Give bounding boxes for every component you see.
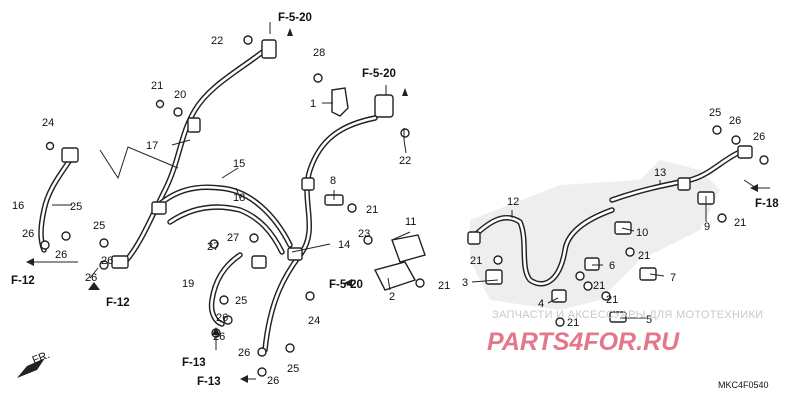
clamp-5[interactable] xyxy=(609,311,627,323)
part-label-25d: 25 xyxy=(287,363,299,375)
part-label-26j: 26 xyxy=(753,131,765,143)
part-label-21c: 21 xyxy=(438,280,450,292)
part-label-26a: 26 xyxy=(22,228,34,240)
clamp-6[interactable] xyxy=(584,257,600,271)
ref-f-5-20-low: F-5-20 xyxy=(329,279,363,291)
part-label-24b: 24 xyxy=(308,315,320,327)
part-label-6: 6 xyxy=(609,260,615,272)
part-label-26i: 26 xyxy=(729,115,741,127)
hose-15[interactable] xyxy=(152,184,293,248)
ref-f-5-20-mid: F-5-20 xyxy=(362,68,396,80)
part-label-26c: 26 xyxy=(85,272,97,284)
part-label-21f: 21 xyxy=(593,280,605,292)
part-label-26h: 26 xyxy=(267,375,279,387)
part-label-14: 14 xyxy=(338,239,350,251)
part-label-21b: 21 xyxy=(366,204,378,216)
part-label-9: 9 xyxy=(704,221,710,233)
part-label-5: 5 xyxy=(646,314,652,326)
part-labels: 1 2 3 4 5 6 7 8 9 10 11 12 13 14 15 16 1… xyxy=(12,35,765,387)
part-label-13: 13 xyxy=(654,167,666,179)
bolts-and-washers xyxy=(40,35,769,377)
part-label-21a: 21 xyxy=(151,80,163,92)
part-label-15: 15 xyxy=(233,158,245,170)
part-label-4: 4 xyxy=(538,298,544,310)
hose-14[interactable] xyxy=(262,115,378,353)
part-label-21h: 21 xyxy=(606,294,618,306)
part-label-16: 16 xyxy=(12,200,24,212)
ref-f-5-20-top: F-5-20 xyxy=(278,12,312,24)
watermark-text: ЗАПЧАСТИ И АКСЕССУАРЫ ДЛЯ МОТОТЕХНИКИ xyxy=(492,309,763,321)
hose-joints xyxy=(61,117,753,269)
arrow-markers xyxy=(17,22,770,383)
diagram-code: MKC4F0540 xyxy=(718,380,769,390)
part-label-21e: 21 xyxy=(638,250,650,262)
part-label-19: 19 xyxy=(182,278,194,290)
part-label-28: 28 xyxy=(313,47,325,59)
hose-18[interactable] xyxy=(167,204,285,255)
part-label-26g: 26 xyxy=(238,347,250,359)
watermark-brand: PARTS4FOR.RU xyxy=(487,328,680,356)
part-label-21g: 21 xyxy=(567,317,579,329)
ref-f-18: F-18 xyxy=(755,198,779,210)
part-label-22b: 22 xyxy=(399,155,411,167)
part-label-18: 18 xyxy=(233,192,245,204)
part-label-17: 17 xyxy=(146,140,158,152)
part-label-10: 10 xyxy=(636,227,648,239)
part-label-25c: 25 xyxy=(235,295,247,307)
part-label-11: 11 xyxy=(405,216,416,228)
part-label-21d: 21 xyxy=(470,255,482,267)
hose-17[interactable] xyxy=(122,47,268,265)
hose-19[interactable] xyxy=(208,252,243,327)
reference-labels: F-5-20 F-5-20 F-5-20 F-12 F-12 F-13 F-13… xyxy=(11,12,779,388)
part-label-25e: 25 xyxy=(709,107,721,119)
part-label-1: 1 xyxy=(310,98,316,110)
banjo-fitting-top[interactable] xyxy=(261,39,394,118)
joint-11[interactable] xyxy=(391,234,426,263)
ref-f-12-left: F-12 xyxy=(11,275,35,287)
ref-f-12-mid: F-12 xyxy=(106,297,130,309)
part-label-8: 8 xyxy=(330,175,336,187)
part-label-23: 23 xyxy=(358,228,370,240)
part-label-26f: 26 xyxy=(213,331,225,343)
part-label-25b: 25 xyxy=(93,220,105,232)
part-label-26d: 26 xyxy=(101,255,113,267)
leader-lines xyxy=(52,102,757,319)
clamp-3[interactable] xyxy=(485,269,503,285)
hose-16[interactable] xyxy=(38,157,73,253)
part-label-27b: 27 xyxy=(227,232,239,244)
part-label-26b: 26 xyxy=(55,249,67,261)
ref-f-13-upper: F-13 xyxy=(182,357,206,369)
part-label-24a: 24 xyxy=(42,117,54,129)
front-direction-label: FR. xyxy=(31,349,52,367)
hose-12[interactable] xyxy=(467,207,615,287)
part-label-27a: 27 xyxy=(207,241,219,253)
part-label-12: 12 xyxy=(507,196,519,208)
clamp-7[interactable] xyxy=(639,267,657,281)
part-label-22a: 22 xyxy=(211,35,223,47)
part-label-20: 20 xyxy=(174,89,186,101)
part-label-21i: 21 xyxy=(734,217,746,229)
bracket-1[interactable] xyxy=(331,87,349,117)
part-label-7: 7 xyxy=(670,272,676,284)
part-label-2: 2 xyxy=(389,291,395,303)
bracket-2[interactable] xyxy=(373,261,417,291)
part-label-25a: 25 xyxy=(70,201,82,213)
part-label-26e: 26 xyxy=(216,312,228,324)
part-label-3: 3 xyxy=(462,277,468,289)
ref-f-13-lower: F-13 xyxy=(197,376,221,388)
